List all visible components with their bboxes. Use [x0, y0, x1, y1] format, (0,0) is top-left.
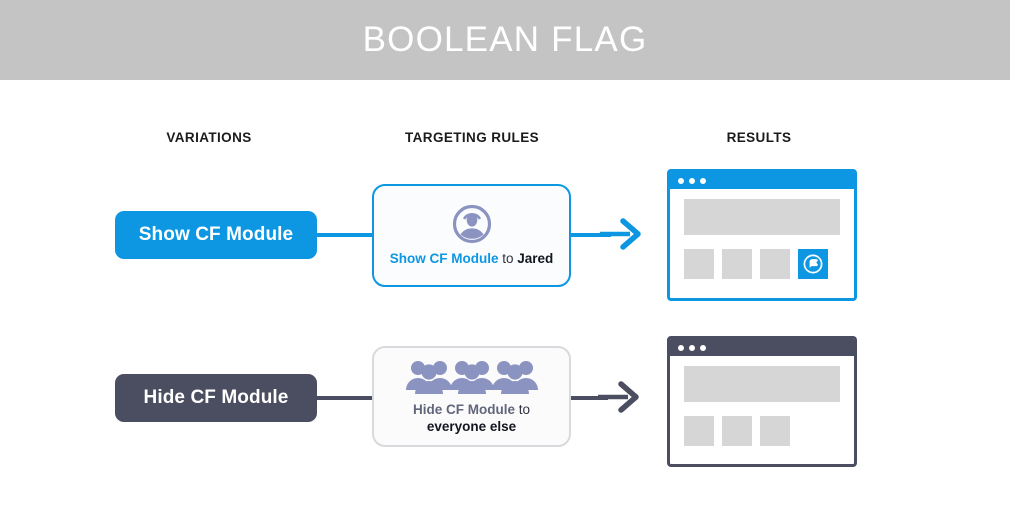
- window-dot: [689, 177, 695, 184]
- cf-module-tile[interactable]: [798, 249, 828, 279]
- content-tile: [684, 416, 714, 446]
- content-placeholder-block: [684, 199, 840, 235]
- rule-connector: to: [514, 401, 530, 417]
- targeting-rule-text: Show CF Module to Jared: [384, 250, 560, 267]
- window-titlebar: [670, 172, 854, 189]
- cf-flag-icon: [803, 254, 823, 274]
- window-dot: [678, 177, 684, 184]
- content-tile: [760, 249, 790, 279]
- variation-pill-hide[interactable]: Hide CF Module: [115, 374, 317, 422]
- window-dot: [678, 344, 684, 351]
- variation-label: Show CF Module: [138, 224, 294, 245]
- column-header-variations: VARIATIONS: [166, 130, 252, 145]
- flag-rule-row: Show CF Module Show CF Module to Jared: [0, 160, 1010, 301]
- window-body: [670, 189, 854, 279]
- page-title: BOOLEAN FLAG: [362, 20, 648, 59]
- rule-target: Jared: [517, 251, 554, 266]
- arrow-right-icon: [598, 380, 642, 419]
- variation-pill-show[interactable]: Show CF Module: [115, 211, 317, 259]
- content-tile: [722, 416, 752, 446]
- window-dot: [700, 177, 706, 184]
- variation-label: Hide CF Module: [143, 387, 289, 408]
- flag-rule-row: Hide CF Module: [0, 325, 1010, 473]
- single-user-icon: [452, 204, 492, 244]
- connector-line-left: [313, 233, 375, 237]
- connector-line-left: [313, 396, 375, 400]
- connector-line-right: [566, 233, 611, 237]
- window-body: [670, 356, 854, 446]
- window-titlebar: [670, 339, 854, 356]
- targeting-rule-text: Hide CF Module to everyone else: [407, 401, 536, 435]
- content-tile: [722, 249, 752, 279]
- rule-value: Show CF Module: [389, 251, 499, 266]
- column-header-targeting-rules: TARGETING RULES: [405, 130, 539, 145]
- window-dot: [689, 344, 695, 351]
- targeting-rule-card-show[interactable]: Show CF Module to Jared: [372, 184, 571, 287]
- column-header-results: RESULTS: [726, 130, 792, 145]
- targeting-rule-card-hide[interactable]: Hide CF Module to everyone else: [372, 346, 571, 447]
- content-placeholder-block: [684, 366, 840, 402]
- crowd-of-people-icon: [404, 359, 540, 395]
- result-browser-window-show[interactable]: [667, 169, 857, 301]
- result-browser-window-hide[interactable]: [667, 336, 857, 467]
- rule-value: Hide CF Module: [412, 401, 515, 417]
- arrow-right-icon: [600, 217, 644, 256]
- rule-target: everyone else: [426, 418, 517, 434]
- content-tile: [760, 416, 790, 446]
- content-tile: [684, 249, 714, 279]
- page-header: BOOLEAN FLAG: [0, 0, 1010, 80]
- tile-row: [684, 416, 840, 446]
- window-dot: [700, 344, 706, 351]
- tile-row: [684, 249, 840, 279]
- rule-connector: to: [498, 251, 518, 266]
- connector-line-right: [566, 396, 608, 400]
